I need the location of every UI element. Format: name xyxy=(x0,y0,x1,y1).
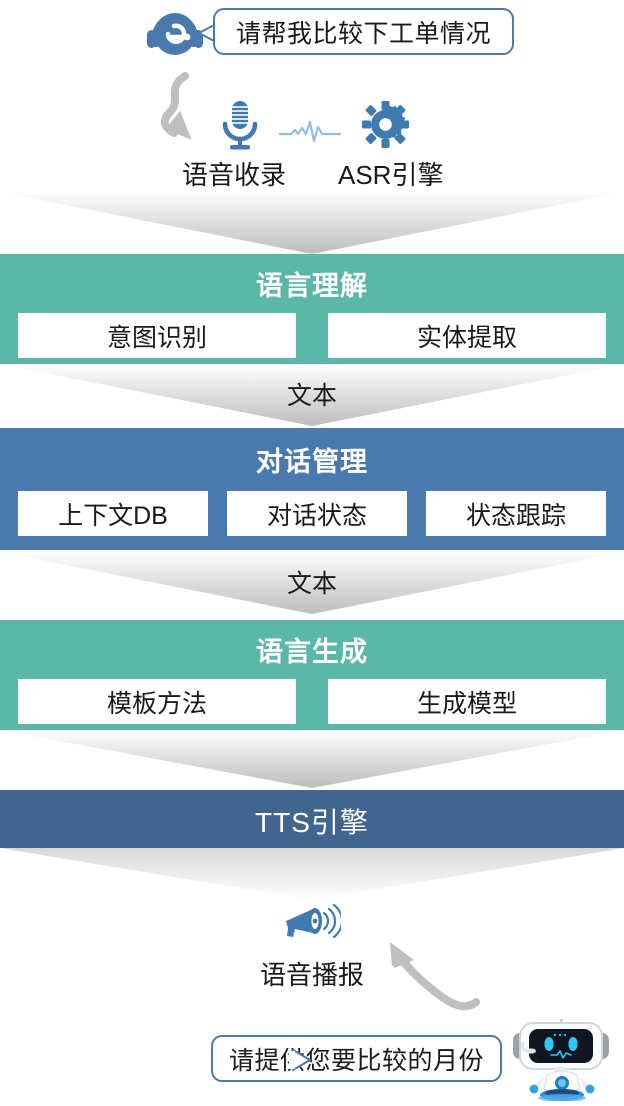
connector-nlu-to-dm: 文本 xyxy=(0,364,624,426)
module-nlg-box-0[interactable]: 模板方法 xyxy=(18,679,296,724)
waveform-icon xyxy=(277,119,343,145)
module-dm: 对话管理 上下文DB 对话状态 状态跟踪 xyxy=(0,428,624,550)
module-nlu-box-0[interactable]: 意图识别 xyxy=(18,313,296,358)
connector-nlg-to-tts xyxy=(0,730,624,788)
microphone-icon xyxy=(219,100,261,150)
module-nlg-box-1[interactable]: 生成模型 xyxy=(328,679,606,724)
user-utterance-text: 请帮我比较下工单情况 xyxy=(235,19,491,48)
module-nlg-title: 语言生成 xyxy=(256,637,368,667)
module-nlu-box-1[interactable]: 实体提取 xyxy=(328,313,606,358)
user-utterance-bubble: 请帮我比较下工单情况 xyxy=(213,8,514,55)
robot-assistant-icon xyxy=(507,1017,617,1102)
system-reply-text: 请提供您要比较的月份 xyxy=(228,1046,484,1075)
module-dm-box-0[interactable]: 上下文DB xyxy=(18,491,208,536)
module-nlu: 语言理解 意图识别 实体提取 xyxy=(0,254,624,364)
module-dm-box-2[interactable]: 状态跟踪 xyxy=(426,491,606,536)
module-nlg: 语言生成 模板方法 生成模型 xyxy=(0,620,624,730)
module-dm-box-1[interactable]: 对话状态 xyxy=(227,491,407,536)
connector-asr-to-nlu xyxy=(0,192,624,254)
module-tts-title: TTS引擎 xyxy=(255,807,369,838)
label-voice-capture: 语音收录 xyxy=(182,160,287,190)
module-nlu-title: 语言理解 xyxy=(256,271,368,301)
speech-bubble-tail-bottom xyxy=(289,1048,313,1072)
connector-dm-to-nlg-label: 文本 xyxy=(286,570,337,598)
connector-tts-to-output xyxy=(0,848,624,900)
curved-arrow-icon xyxy=(152,72,234,152)
system-reply-bubble: 请提供您要比较的月份 xyxy=(211,1035,502,1082)
curved-arrow-up-icon xyxy=(370,940,480,1012)
module-dm-title: 对话管理 xyxy=(256,447,368,477)
label-asr-engine: ASR引擎 xyxy=(338,160,444,190)
megaphone-icon xyxy=(283,901,344,943)
module-tts: TTS引擎 xyxy=(0,790,624,848)
connector-dm-to-nlg: 文本 xyxy=(0,552,624,614)
connector-nlu-to-dm-label: 文本 xyxy=(286,382,337,410)
label-voice-broadcast: 语音播报 xyxy=(259,960,364,990)
headset-operator-icon xyxy=(138,6,212,62)
gear-icon xyxy=(362,101,409,148)
